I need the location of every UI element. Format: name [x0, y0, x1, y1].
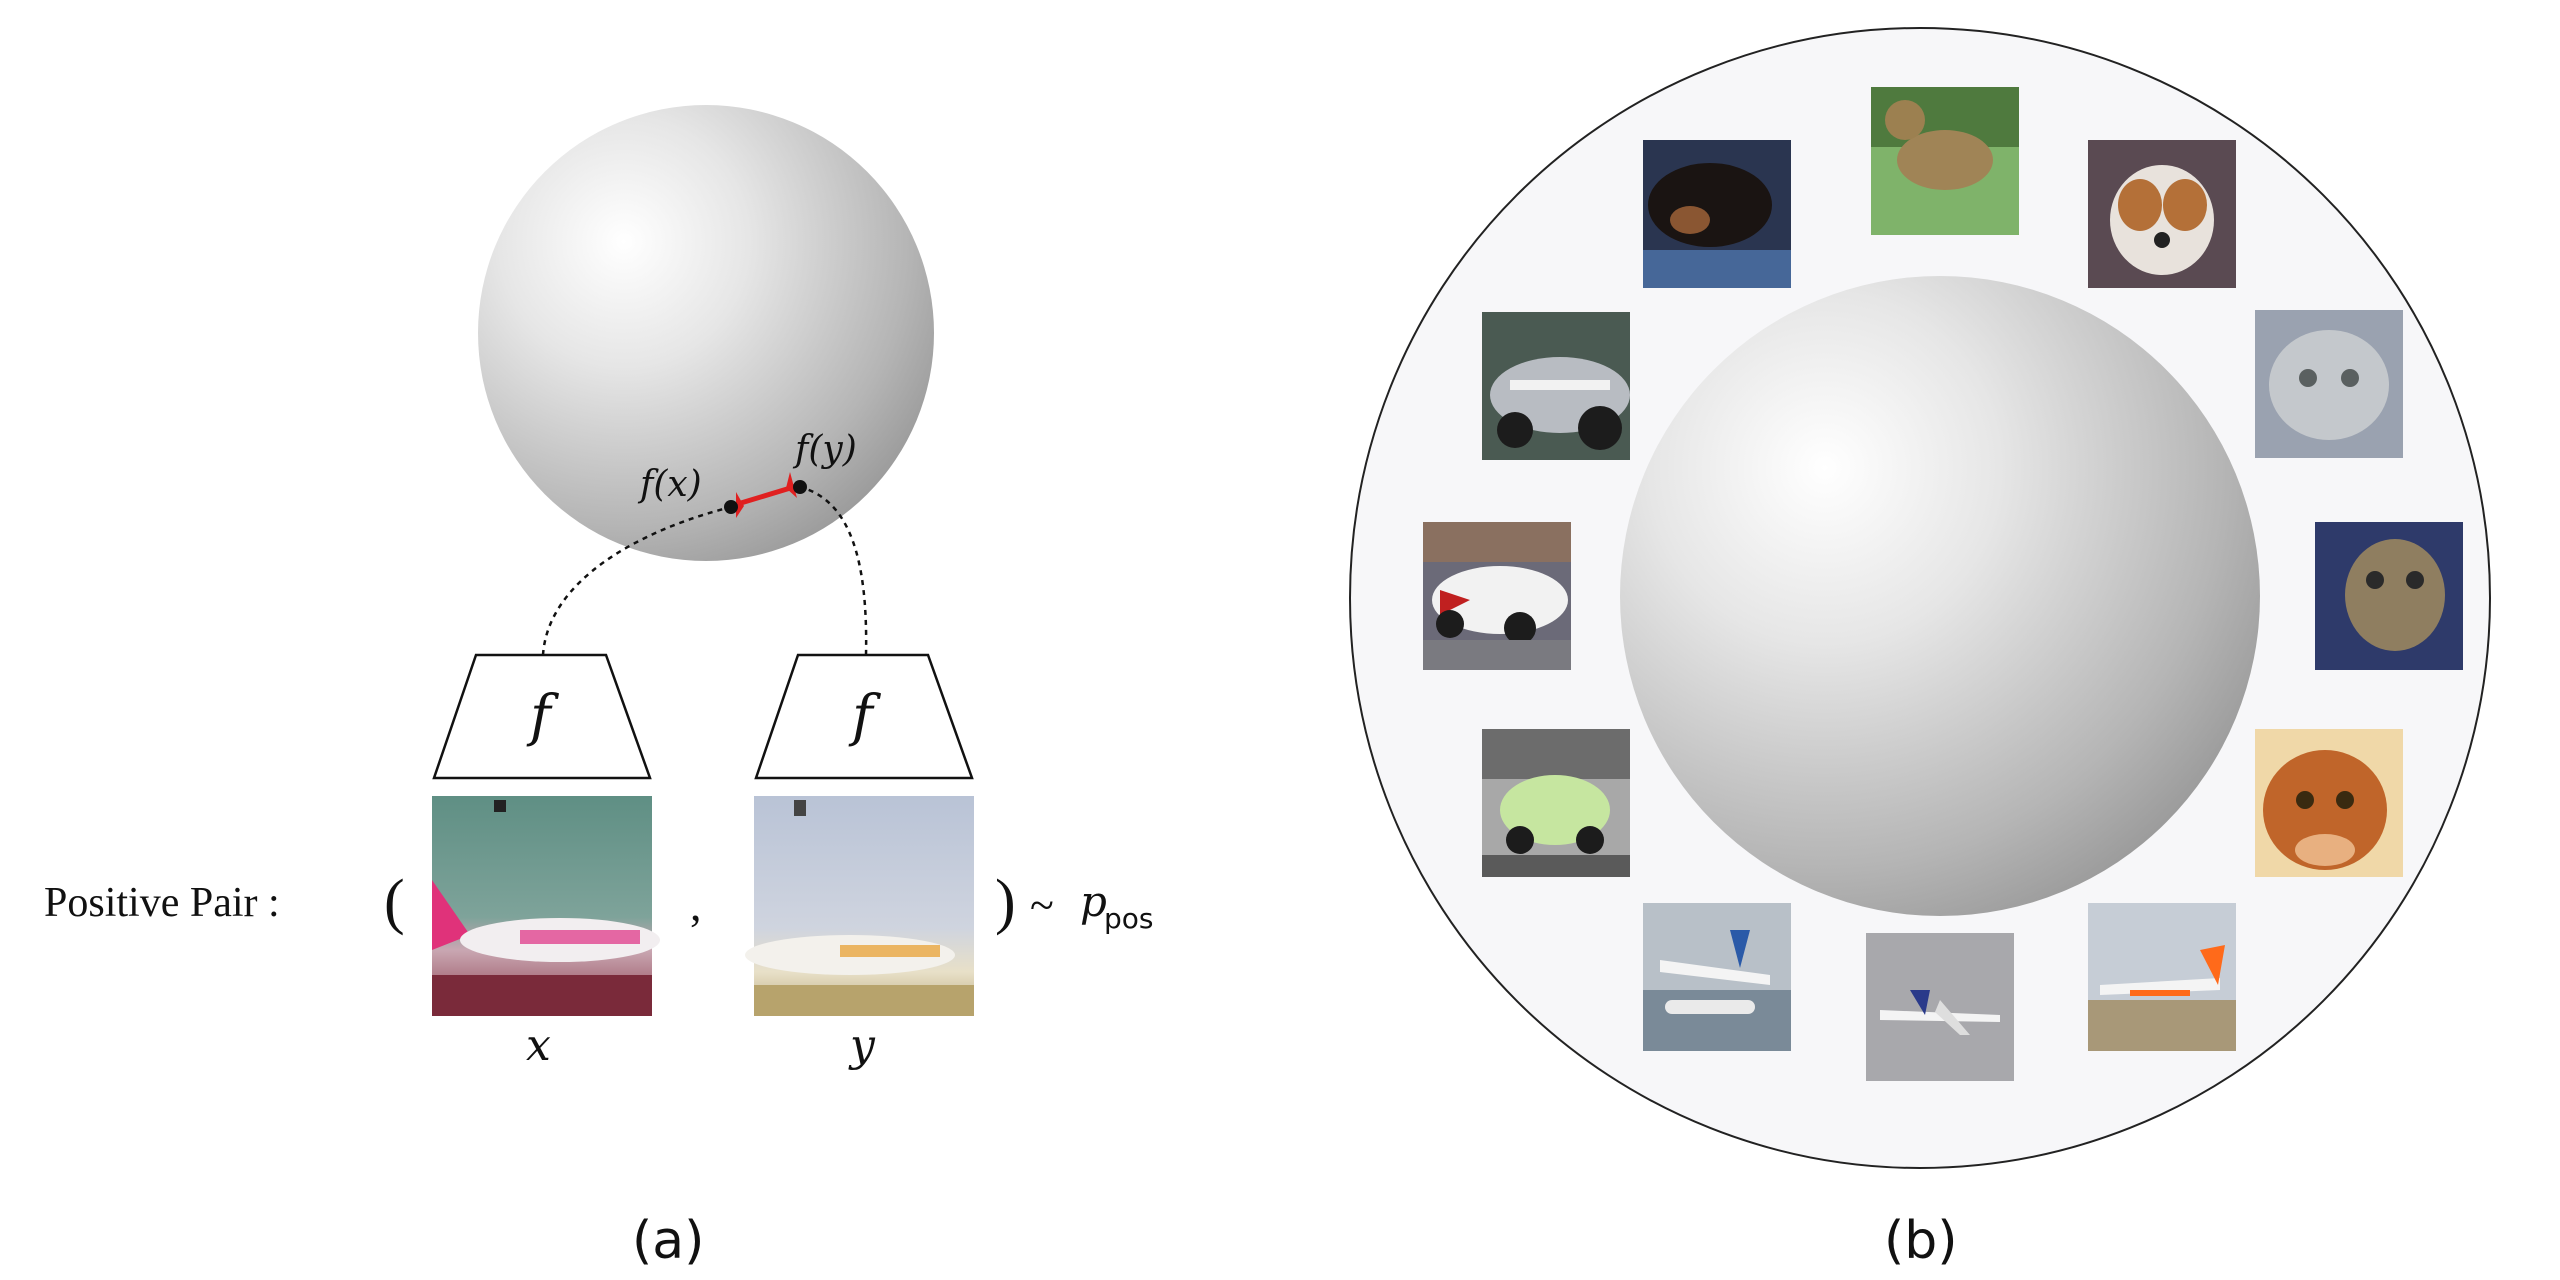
- encoder-right: f: [754, 653, 974, 780]
- image-y: [745, 796, 974, 1016]
- thumb-dog-dachshund: dog: [1643, 140, 1791, 288]
- panel-a: f(x) f(y) f f: [44, 105, 1154, 1271]
- var-y: y: [848, 1020, 876, 1071]
- thumb-airplane-seaplane: [1643, 903, 1791, 1051]
- caption-a: (a): [632, 1211, 704, 1271]
- thumb-airplane-easyjet: [2088, 903, 2236, 1051]
- comma: ,: [690, 879, 702, 930]
- thumb-dog-jack-russell: [2088, 140, 2236, 288]
- tilde: ~: [1030, 881, 1054, 930]
- thumb-cat-orange: [2255, 729, 2403, 877]
- positive-link: [730, 472, 798, 518]
- image-x: [432, 796, 660, 1016]
- open-paren: (: [384, 868, 405, 936]
- label-fx: f(x): [637, 464, 702, 505]
- thumb-car-bmw: [1423, 522, 1571, 670]
- thumb-airplane-jet: [1866, 933, 2014, 1081]
- thumb-cat-tabby: [2315, 522, 2463, 670]
- thumb-dog-terrier-grass: [1871, 87, 2019, 235]
- encoder-left: f: [432, 653, 652, 780]
- var-x: x: [526, 1020, 551, 1071]
- panel-b: dog: [1349, 27, 2491, 1271]
- thumb-cat-pallas: [2255, 310, 2403, 458]
- positive-pair-label: Positive Pair :: [44, 880, 280, 926]
- p-subscript: pos: [1104, 902, 1154, 935]
- embedding-sphere-a: [478, 105, 934, 561]
- connector-right: [799, 485, 868, 656]
- thumb-car-smart: [1482, 729, 1630, 877]
- p-symbol: p: [1080, 877, 1107, 926]
- thumb-car-cobra: [1482, 312, 1630, 460]
- label-fy: f(y): [792, 429, 857, 470]
- embedding-sphere-b: [1620, 276, 2260, 916]
- close-paren: ): [995, 868, 1016, 936]
- caption-b: (b): [1884, 1211, 1958, 1271]
